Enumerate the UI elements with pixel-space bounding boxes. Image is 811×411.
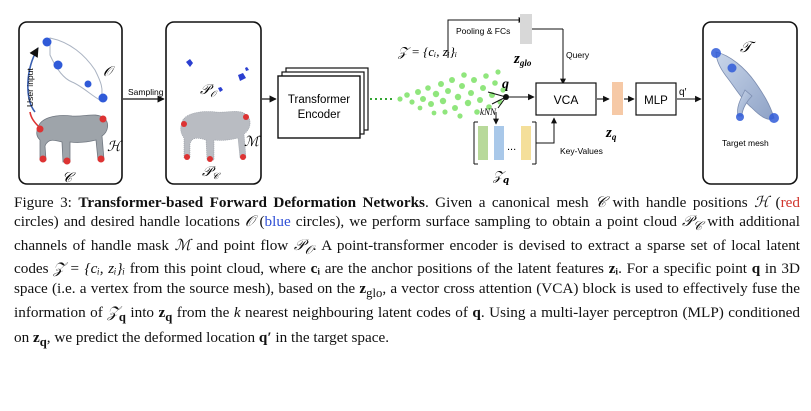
pooling-label: Pooling & FCs <box>456 26 510 36</box>
knn-label: kNN <box>480 107 497 117</box>
vca-label: VCA <box>554 93 579 107</box>
point-cloud-panel: 𝒫𝒪 𝒫𝒞 ℳ <box>165 21 262 185</box>
zglo-bar <box>520 14 532 44</box>
zq-set-label: 𝒵q <box>492 169 509 186</box>
figure-title: Transformer-based Forward Deformation Ne… <box>78 194 425 211</box>
mlp-label: MLP <box>644 95 668 107</box>
encoder-label-2: Encoder <box>298 109 341 121</box>
z-set-label: 𝒵 = {cᵢ, zᵢ}ᵢ <box>397 44 457 59</box>
zq-label: zq <box>605 125 617 142</box>
encoder-label-1: Transformer <box>288 94 350 106</box>
method-diagram: User input 𝒪 𝒞 ℋ Sampling 𝒫𝒪 𝒫𝒞 ℳ Transf… <box>18 14 798 186</box>
zglo-label: zglo <box>513 51 532 68</box>
key-values-label: Key-Values <box>560 146 603 156</box>
q-label: q <box>502 77 509 92</box>
zq-bar <box>612 82 623 115</box>
user-input-label: User input <box>25 68 35 107</box>
zq-feature-stack: ... 𝒵q <box>473 121 537 186</box>
svg-text:...: ... <box>507 141 516 153</box>
target-mesh-panel: 𝒯 Target mesh <box>702 21 798 185</box>
red-word: red <box>780 194 801 211</box>
qprime-label: q′ <box>679 87 687 98</box>
query-label: Query <box>566 50 590 60</box>
transformer-encoder-block: Transformer Encoder <box>277 67 369 139</box>
sampling-label: Sampling <box>128 87 164 97</box>
latent-code-cloud: 𝒵 = {cᵢ, zᵢ}ᵢ <box>397 44 506 119</box>
mlp-block <box>635 82 677 116</box>
handles-in-symbol: ℋ <box>107 139 123 155</box>
figure-number: Figure 3: <box>14 194 72 211</box>
vca-block <box>535 82 597 116</box>
blue-word: blue <box>264 213 291 231</box>
mask-symbol: ℳ <box>244 134 261 150</box>
figure-caption: Figure 3: Transformer-based Forward Defo… <box>14 193 801 349</box>
target-mesh-label: Target mesh <box>722 138 769 148</box>
canonical-mesh-panel: User input 𝒪 𝒞 ℋ <box>18 21 123 186</box>
